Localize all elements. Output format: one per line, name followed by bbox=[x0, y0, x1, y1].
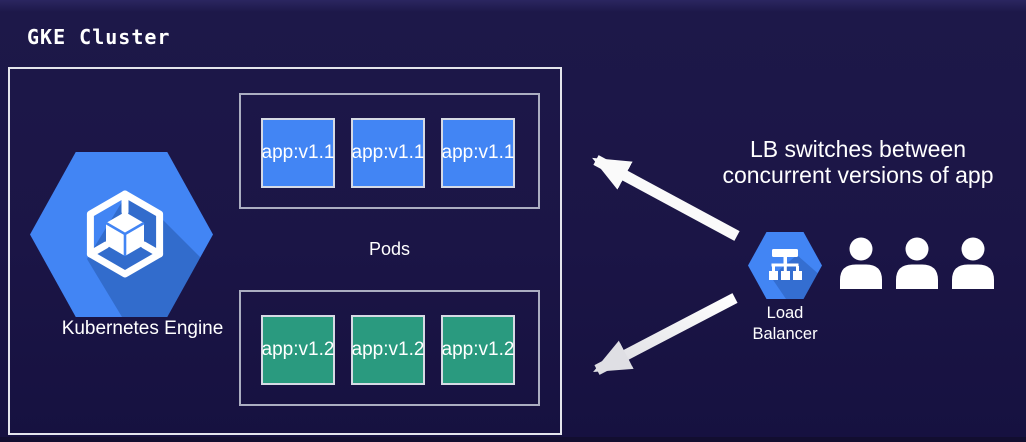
load-balancer-label: Load Balancer bbox=[723, 303, 847, 345]
user-icon bbox=[952, 237, 994, 289]
arrow-up-left-icon bbox=[592, 155, 740, 241]
pod-app-v1-1: app:v1.1 bbox=[441, 118, 515, 188]
lb-annotation-line2: concurrent versions of app bbox=[722, 162, 994, 188]
users-group bbox=[837, 237, 997, 289]
kubernetes-engine-label: Kubernetes Engine bbox=[61, 318, 224, 339]
bottom-edge-strip bbox=[0, 437, 1026, 442]
gke-cluster-box: Kubernetes Engine app:v1.1 app:v1.1 app:… bbox=[8, 67, 562, 435]
user-icon bbox=[896, 237, 938, 289]
pod-app-v1-2: app:v1.2 bbox=[261, 315, 335, 385]
arrow-down-left-icon bbox=[593, 293, 738, 375]
pod-app-v1-2: app:v1.2 bbox=[441, 315, 515, 385]
pod-app-v1-1: app:v1.1 bbox=[351, 118, 425, 188]
load-balancer-label-line2: Balancer bbox=[752, 325, 818, 343]
load-balancer-icon bbox=[748, 232, 822, 299]
pods-group-v1-1: app:v1.1 app:v1.1 app:v1.1 bbox=[239, 93, 540, 209]
user-icon bbox=[840, 237, 882, 289]
diagram-title: GKE Cluster bbox=[27, 25, 171, 49]
lb-annotation: LB switches between concurrent versions … bbox=[695, 136, 1021, 188]
lb-annotation-line1: LB switches between bbox=[749, 136, 967, 162]
pod-app-v1-2: app:v1.2 bbox=[351, 315, 425, 385]
load-balancer-label-line1: Load bbox=[766, 304, 804, 322]
pod-app-v1-1: app:v1.1 bbox=[261, 118, 335, 188]
kubernetes-engine-icon bbox=[30, 152, 213, 317]
pods-label: Pods bbox=[368, 239, 411, 259]
pods-group-v1-2: app:v1.2 app:v1.2 app:v1.2 bbox=[239, 290, 540, 406]
